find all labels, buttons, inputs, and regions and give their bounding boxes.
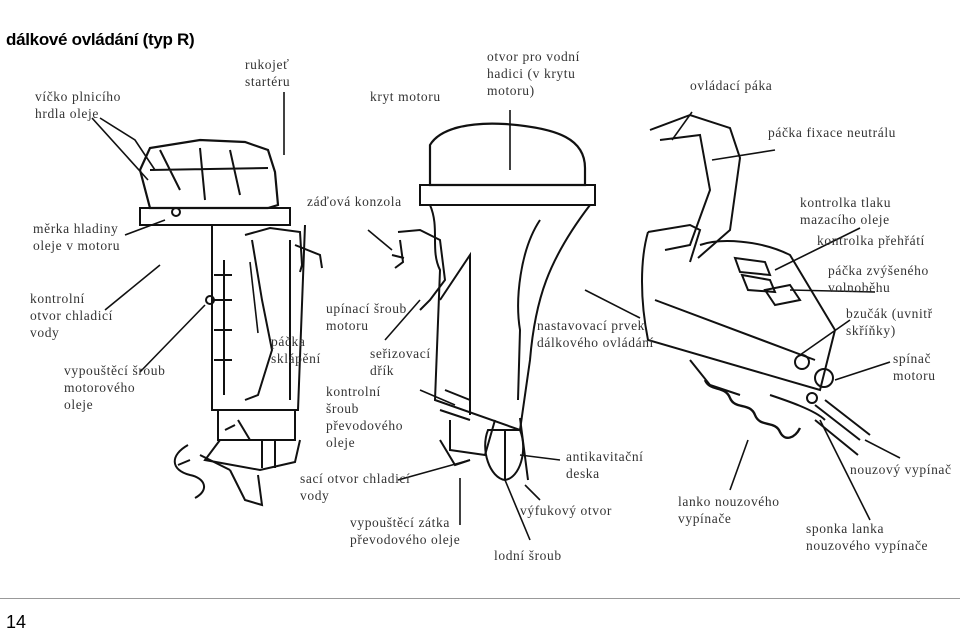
label-stern-bracket: záďová konzola bbox=[307, 194, 402, 209]
page-number: 14 bbox=[6, 612, 27, 632]
label-tilt-lever: páčka sklápění bbox=[271, 334, 321, 366]
label-water-hose-hole: otvor pro vodní hadici (v krytu motoru) bbox=[487, 49, 580, 98]
label-gear-oil-drain: vypouštěcí zátka převodového oleje bbox=[350, 515, 461, 547]
label-engine-cover: kryt motoru bbox=[370, 89, 441, 104]
label-oil-dipstick: měrka hladiny oleje v motoru bbox=[33, 221, 121, 253]
label-gear-oil-check: kontrolní šroub převodového oleje bbox=[326, 384, 404, 450]
label-oil-filler-cap: víčko plnicího hrdla oleje bbox=[35, 89, 122, 121]
label-buzzer: bzučák (uvnitř skříňky) bbox=[846, 306, 933, 338]
label-emergency-switch: nouzový vypínač bbox=[850, 462, 952, 477]
middle-motor-drawing bbox=[391, 122, 596, 482]
label-control-lever: ovládací páka bbox=[690, 78, 773, 93]
label-adjust-rod: seřizovací dřík bbox=[370, 346, 431, 378]
label-adjust-device: nastavovací prvek dálkového ovládání bbox=[537, 318, 654, 350]
label-anticavitation-plate: antikavitační deska bbox=[566, 449, 644, 481]
label-neutral-lock-lever: páčka fixace neutrálu bbox=[768, 125, 897, 140]
label-lanyard: lanko nouzového vypínače bbox=[678, 494, 780, 526]
leader-lines bbox=[91, 92, 901, 541]
label-cooling-intake: sací otvor chladicí vody bbox=[300, 471, 411, 503]
label-overheat-lamp: kontrolka přehřátí bbox=[817, 233, 925, 248]
label-oil-pressure-lamp: kontrolka tlaku mazacího oleje bbox=[800, 195, 892, 227]
label-fast-idle-lever: páčka zvýšeného volnoběhu bbox=[828, 263, 929, 295]
remote-control-drawing bbox=[641, 113, 871, 456]
left-motor-drawing bbox=[138, 138, 323, 507]
label-lanyard-clip: sponka lanka nouzového vypínače bbox=[806, 521, 929, 553]
label-anode-screw: lodní šroub bbox=[494, 548, 562, 563]
label-engine-oil-drain: vypouštěcí šroub motorového oleje bbox=[64, 363, 166, 412]
footer-divider bbox=[0, 598, 960, 599]
label-main-switch: spínač motoru bbox=[893, 351, 936, 383]
page-title: dálkové ovládání (typ R) bbox=[6, 30, 195, 49]
label-starter-handle: rukojeť startéru bbox=[245, 57, 291, 89]
label-exhaust-outlet: výfukový otvor bbox=[520, 503, 613, 518]
label-cooling-check-hole: kontrolní otvor chladicí vody bbox=[30, 291, 113, 340]
label-engine-clamp-screw: upínací šroub motoru bbox=[326, 301, 407, 333]
